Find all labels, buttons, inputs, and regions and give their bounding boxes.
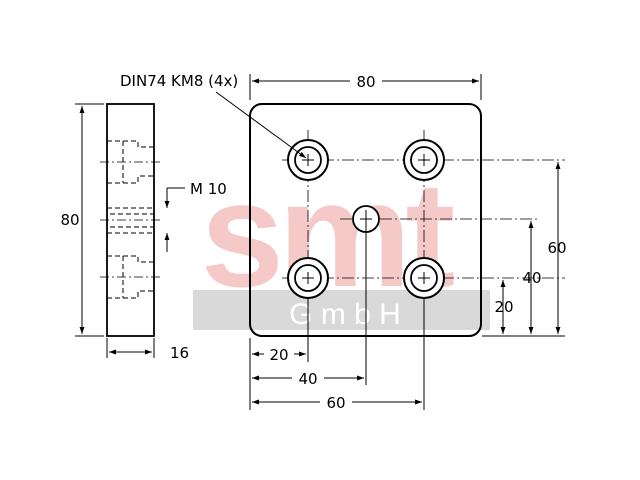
hole-bottom-right [403, 257, 445, 299]
hole-callout: DIN74 KM8 (4x) [120, 72, 238, 90]
center-thread-hole [352, 205, 380, 385]
watermark-band [193, 290, 490, 330]
hole-bottom-left [287, 257, 329, 299]
front-view: DIN74 KM8 (4x) 80 60 40 20 20 40 60 [120, 72, 567, 412]
bottom-40-dim: 40 [298, 370, 317, 388]
right-20-dim: 20 [494, 298, 513, 316]
watermark: smt G m b H [193, 150, 490, 331]
side-view: M 10 80 16 [60, 103, 227, 362]
side-height-dim: 80 [60, 211, 79, 229]
hole-top-left [287, 139, 329, 181]
top-width-dim: 80 [356, 73, 375, 91]
bottom-60-dim: 60 [326, 394, 345, 412]
right-60-dim: 60 [547, 239, 566, 257]
hole-top-right [403, 139, 445, 181]
watermark-subline: G m b H [289, 298, 401, 331]
side-thickness-dim: 16 [170, 344, 189, 362]
bottom-20-dim: 20 [269, 346, 288, 364]
thread-callout: M 10 [190, 180, 227, 198]
right-40-dim: 40 [522, 269, 541, 287]
